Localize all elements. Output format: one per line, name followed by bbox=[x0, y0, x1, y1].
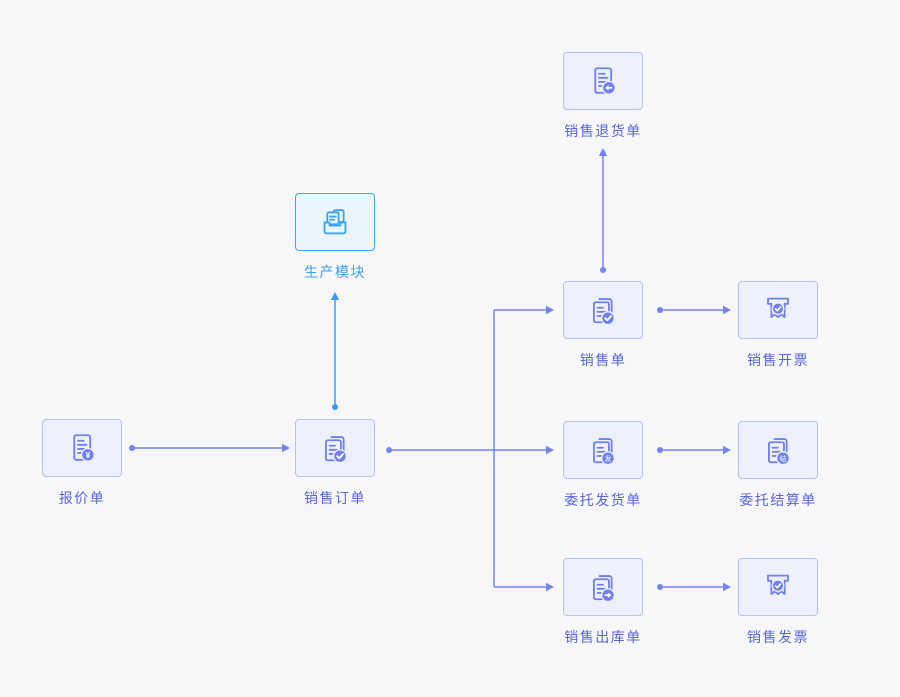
sales-outbound-card[interactable] bbox=[563, 558, 643, 616]
documents-check-icon bbox=[593, 298, 616, 326]
sales-slip-card[interactable] bbox=[563, 281, 643, 339]
document-return-arrow-icon bbox=[594, 67, 616, 95]
sales-invoice-label: 销售发票 bbox=[747, 629, 809, 645]
documents-check-icon bbox=[325, 436, 348, 464]
sales-outbound-label: 销售出库单 bbox=[564, 629, 642, 645]
node-consignment-delivery: 发 委托发货单 bbox=[563, 421, 643, 508]
connector-sales-slip-to-invoicing bbox=[657, 305, 731, 315]
connector-outbound-to-invoice bbox=[657, 582, 731, 592]
connector-sales-slip-to-sales-return bbox=[598, 148, 608, 273]
connector-quotation-to-sales-order bbox=[129, 443, 290, 453]
quotation-card[interactable]: ¥ bbox=[42, 419, 122, 477]
consignment-delivery-label: 委托发货单 bbox=[564, 492, 642, 508]
connector-sales-order-branch bbox=[386, 305, 554, 592]
node-sales-invoice: 销售发票 bbox=[738, 558, 818, 645]
connector-delivery-to-settlement bbox=[657, 445, 731, 455]
documents-outbound-arrow-icon bbox=[593, 575, 616, 603]
consignment-settlement-label: 委托结算单 bbox=[739, 492, 817, 508]
sales-invoicing-card[interactable] bbox=[738, 281, 818, 339]
sales-invoicing-label: 销售开票 bbox=[747, 352, 809, 368]
node-sales-invoicing: 销售开票 bbox=[738, 281, 818, 368]
node-sales-outbound: 销售出库单 bbox=[563, 558, 643, 645]
yuan-badge-glyph: ¥ bbox=[86, 450, 91, 460]
node-quotation: ¥ 报价单 bbox=[42, 419, 122, 506]
sales-order-label: 销售订单 bbox=[304, 490, 366, 506]
sales-slip-label: 销售单 bbox=[579, 352, 627, 368]
inbox-documents-icon bbox=[323, 209, 347, 235]
receipt-check-icon bbox=[767, 574, 789, 595]
node-sales-slip: 销售单 bbox=[563, 281, 643, 368]
deliver-badge-glyph: 发 bbox=[605, 454, 612, 463]
sales-invoice-card[interactable] bbox=[738, 558, 818, 616]
sales-return-card[interactable] bbox=[563, 52, 643, 110]
sales-order-card[interactable] bbox=[295, 419, 375, 477]
settle-badge-glyph: 结 bbox=[780, 454, 787, 463]
receipt-check-icon bbox=[767, 297, 789, 318]
node-sales-order: 销售订单 bbox=[295, 419, 375, 506]
node-production-module: 生产模块 bbox=[295, 193, 375, 280]
documents-deliver-icon: 发 bbox=[593, 438, 616, 466]
production-module-card[interactable] bbox=[295, 193, 375, 251]
sales-return-label: 销售退货单 bbox=[564, 123, 642, 139]
documents-settle-icon: 结 bbox=[768, 438, 791, 466]
quotation-label: 报价单 bbox=[58, 490, 106, 506]
connector-sales-order-to-production bbox=[330, 292, 340, 410]
consignment-delivery-card[interactable]: 发 bbox=[563, 421, 643, 479]
consignment-settlement-card[interactable]: 结 bbox=[738, 421, 818, 479]
document-yuan-icon: ¥ bbox=[73, 434, 95, 462]
node-sales-return: 销售退货单 bbox=[563, 52, 643, 139]
node-consignment-settlement: 结 委托结算单 bbox=[738, 421, 818, 508]
production-module-label: 生产模块 bbox=[304, 264, 366, 280]
